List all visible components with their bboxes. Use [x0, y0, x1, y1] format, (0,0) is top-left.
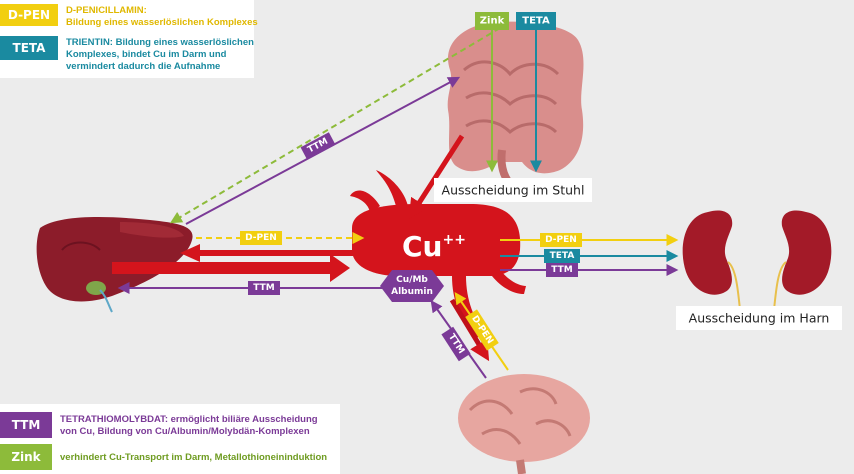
svg-text:Cu++: Cu++: [402, 230, 466, 263]
svg-text:verhindert Cu-Transport im Dar: verhindert Cu-Transport im Darm, Metallo…: [60, 452, 327, 463]
svg-text:vermindert dadurch die Aufnahm: vermindert dadurch die Aufnahme: [66, 61, 220, 72]
svg-text:TTM: TTM: [551, 265, 572, 275]
svg-text:TETA: TETA: [13, 41, 47, 55]
svg-text:Ausscheidung im Stuhl: Ausscheidung im Stuhl: [442, 183, 585, 198]
ttm-tag-kidney: TTM: [546, 263, 578, 277]
brain: [458, 374, 590, 474]
copper-label: Cu++: [402, 230, 466, 263]
svg-text:TETA: TETA: [522, 16, 550, 27]
legend-top: D-PEN D-PENICILLAMIN: Bildung eines wass…: [0, 0, 258, 78]
svg-text:Albumin: Albumin: [391, 287, 433, 297]
ttm-tag-liver: TTM: [248, 281, 280, 295]
legend-bottom: TTM TETRATHIOMOLYBDAT: ermöglicht biliär…: [0, 404, 340, 474]
liver: [36, 217, 193, 313]
svg-text:Bildung eines wasserlöslichen: Bildung eines wasserlöslichen Komplexes: [66, 17, 258, 28]
dpen-bile-dashed-line: [169, 27, 501, 224]
legend-item-dpen: D-PEN D-PENICILLAMIN: Bildung eines wass…: [0, 4, 258, 28]
svg-text:D-PEN: D-PEN: [245, 233, 277, 243]
stool-excretion-label: Ausscheidung im Stuhl: [434, 178, 592, 202]
red-flow-arrows: [112, 134, 490, 362]
legend-item-zink: Zink verhindert Cu-Transport im Darm, Me…: [0, 444, 327, 470]
svg-text:Zink: Zink: [480, 16, 505, 27]
svg-text:Zink: Zink: [11, 450, 41, 464]
legend-item-ttm: TTM TETRATHIOMOLYBDAT: ermöglicht biliär…: [0, 412, 318, 438]
svg-text:TTM: TTM: [12, 418, 41, 432]
svg-text:Komplexes, bindet Cu im Darm u: Komplexes, bindet Cu im Darm und: [66, 49, 227, 60]
teta-tag-kidney: TETA: [544, 249, 580, 263]
urine-excretion-label: Ausscheidung im Harn: [676, 306, 842, 330]
svg-text:D-PENICILLAMIN:: D-PENICILLAMIN:: [66, 5, 147, 16]
svg-text:TETA: TETA: [550, 251, 575, 261]
svg-text:TTM: TTM: [253, 283, 274, 293]
zink-tag-top: Zink: [475, 12, 509, 30]
svg-text:von Cu, Bildung von Cu/Albumin: von Cu, Bildung von Cu/Albumin/Molybdän-…: [60, 426, 310, 437]
legend-item-teta: TETA TRIENTIN: Bildung eines wasserlösli…: [0, 36, 254, 72]
svg-text:Cu/Mb: Cu/Mb: [396, 275, 428, 285]
ttm-tag-brain: TTM: [441, 326, 471, 362]
kidneys: [682, 210, 832, 311]
teta-tag-top: TETA: [516, 12, 556, 30]
dpen-tag-liver: D-PEN: [240, 231, 282, 245]
svg-text:TETRATHIOMOLYBDAT: ermöglicht: TETRATHIOMOLYBDAT: ermöglicht biliäre Au…: [60, 414, 318, 425]
cu-mb-albumin-complex: Cu/Mb Albumin: [380, 270, 444, 302]
blood-vessel: [350, 170, 526, 338]
svg-text:D-PEN: D-PEN: [8, 8, 50, 22]
svg-text:TRIENTIN: Bildung eines wasser: TRIENTIN: Bildung eines wasserlöslichen: [66, 37, 254, 48]
svg-text:Ausscheidung im Harn: Ausscheidung im Harn: [689, 311, 830, 326]
svg-text:D-PEN: D-PEN: [545, 235, 577, 245]
intestine: [447, 21, 584, 189]
dpen-tag-kidney: D-PEN: [540, 233, 582, 247]
ttm-tag-intestine: TTM: [300, 132, 336, 160]
